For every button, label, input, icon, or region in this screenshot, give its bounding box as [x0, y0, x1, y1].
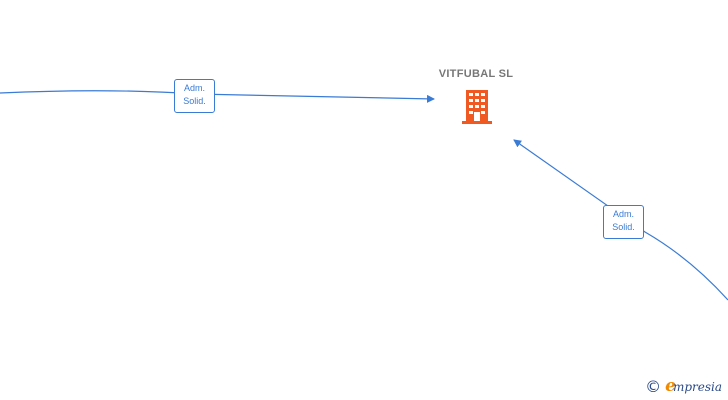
building-icon[interactable] — [461, 90, 493, 124]
edge-right-label-line1: Adm. — [612, 209, 634, 219]
empresia-watermark: © empresia — [645, 376, 722, 396]
edge-left-label[interactable]: Adm. Solid. — [174, 79, 215, 113]
copyright-symbol: © — [645, 376, 662, 396]
company-name[interactable]: VITFUBAL SL — [438, 68, 514, 80]
edge-left-label-line2: Solid. — [183, 96, 206, 106]
edge-right-label-line2: Solid. — [612, 222, 635, 232]
logo-text: mpresia — [672, 380, 722, 394]
edge-left-line — [0, 90, 435, 103]
edge-right-line — [513, 139, 728, 301]
empresia-logo: empresia — [665, 376, 722, 396]
edge-right-label[interactable]: Adm. Solid. — [603, 205, 644, 239]
edge-left-label-line1: Adm. — [183, 83, 205, 93]
logo-initial: e — [665, 376, 676, 396]
